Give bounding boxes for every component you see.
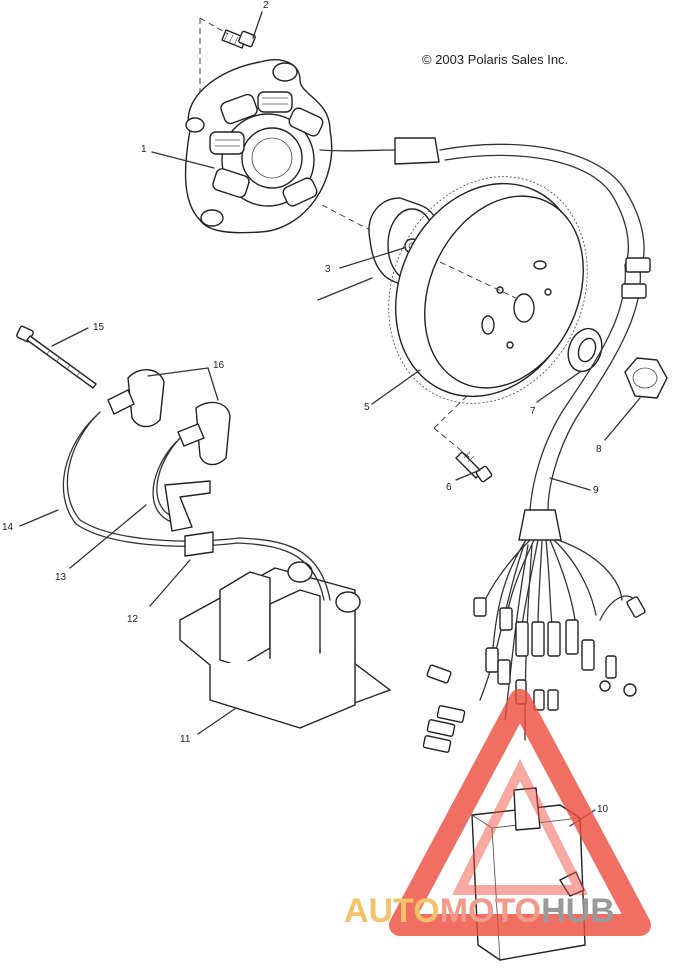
callout-10: 10 [597,804,609,815]
leader-13 [69,504,147,569]
callout-5: 5 [364,402,370,413]
callout-2: 2 [263,0,269,11]
callout-8: 8 [596,444,602,455]
leader-11 [197,707,237,735]
leader-6 [455,469,481,481]
harness-connectors [422,596,646,753]
callout-9: 9 [593,485,599,496]
callout-3: 3 [325,264,331,275]
callout-labels: 2 1 3 5 7 8 6 9 10 11 12 13 14 15 16 [2,0,609,815]
watermark-auto: AUTO [344,892,440,930]
callout-1: 1 [141,144,147,155]
leader-9 [549,477,591,491]
callout-15: 15 [93,322,105,333]
leader-16b [207,367,219,401]
part-5-flywheel [388,176,588,404]
part-2-screw [221,29,256,49]
leader-3 [339,247,405,269]
part-16-plug-caps [107,369,231,466]
callout-11: 11 [180,734,191,745]
leader-14 [19,509,59,527]
part-9-harness [518,257,651,541]
leader-2 [252,11,263,39]
part-7-washer [567,327,603,373]
leader-5 [371,369,421,405]
leader-8 [604,397,641,441]
watermark-moto: MOTO [440,892,541,930]
callout-6: 6 [446,482,452,493]
callout-12: 12 [127,614,139,625]
copyright-notice: © 2003 Polaris Sales Inc. [422,52,569,67]
leader-1 [151,151,215,169]
leader-16a [147,367,209,377]
watermark-hub: HUB [541,892,615,930]
callout-13: 13 [55,572,67,583]
part-12-clip [164,480,214,557]
part-15-tie-wrap [16,325,97,389]
callout-14: 14 [2,522,14,533]
part-8-nut [624,357,668,399]
watermark-logo [389,689,651,936]
watermark-text: AUTOMOTOHUB [344,892,615,930]
leader-15 [51,327,89,347]
part-11-ignition-coil [179,561,391,729]
leader-12 [149,559,191,607]
part-1-stator [184,59,333,234]
leader-7 [536,371,581,403]
callout-7: 7 [530,406,536,417]
callout-16: 16 [213,360,225,371]
